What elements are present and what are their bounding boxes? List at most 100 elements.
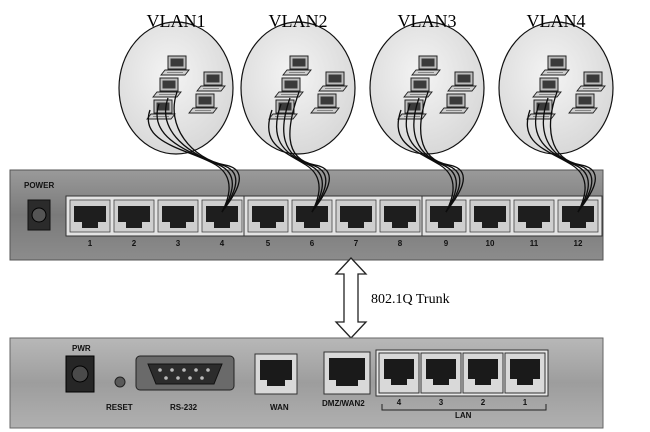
- vlan-cable: [397, 109, 454, 213]
- vlan-cable: [420, 91, 464, 213]
- vlan-cables: [147, 91, 596, 213]
- vlan-cable: [526, 109, 586, 213]
- trunk-link: 802.1Q Trunk: [334, 257, 450, 339]
- serial-pin: [206, 368, 210, 372]
- router-device: PWR RESET RS-232 4 3 2 1 WAN DMZ/WAN2 LAN: [9, 337, 604, 429]
- switch-port-label: 5: [266, 239, 271, 248]
- reset-button[interactable]: [114, 376, 126, 388]
- pc-icon: [188, 93, 218, 114]
- switch-port-1[interactable]: [69, 199, 111, 233]
- pc-icon: [152, 77, 182, 98]
- power-label: POWER: [24, 181, 54, 190]
- switch-port-label: 6: [310, 239, 315, 248]
- vlan-cable: [147, 109, 230, 213]
- switch-port-5[interactable]: [247, 199, 289, 233]
- lan-port-label: 1: [523, 398, 528, 407]
- vlan-cable: [534, 103, 589, 213]
- switch-port-3[interactable]: [157, 199, 199, 233]
- switch-port-11[interactable]: [513, 199, 555, 233]
- pc-icon: [274, 77, 304, 98]
- pc-icon: [318, 71, 348, 92]
- switch-port-label: 1: [88, 239, 93, 248]
- pc-icon: [282, 55, 312, 76]
- wan-port[interactable]: [254, 353, 298, 395]
- switch-port-label: 11: [530, 239, 539, 248]
- switch-port-8[interactable]: [379, 199, 421, 233]
- serial-pin: [170, 368, 174, 372]
- vlan-cable: [289, 91, 330, 213]
- lan-port-label: 3: [439, 398, 444, 407]
- pc-icon: [397, 99, 427, 120]
- vlan-cable: [267, 109, 320, 213]
- serial-pin: [188, 376, 192, 380]
- pc-icon: [439, 93, 469, 114]
- serial-pin: [182, 368, 186, 372]
- router-ports: 4 3 2 1: [254, 349, 549, 407]
- vlan-label: VLAN3: [398, 11, 457, 31]
- rs232-pins: [158, 368, 210, 380]
- lan-label: LAN: [455, 411, 472, 420]
- vlan-cable: [156, 103, 233, 213]
- vlan-cable: [276, 103, 323, 213]
- vlan-label: VLAN2: [269, 11, 328, 31]
- switch-port-label: 9: [444, 239, 449, 248]
- rs232-connector: [147, 363, 223, 385]
- serial-pin: [164, 376, 168, 380]
- switch-port-label: 12: [574, 239, 583, 248]
- serial-pin: [158, 368, 162, 372]
- lan-port-1[interactable]: [504, 352, 546, 394]
- lan-bracket: [381, 404, 547, 411]
- switch-port-10[interactable]: [469, 199, 511, 233]
- pc-icon: [411, 55, 441, 76]
- switch-port-2[interactable]: [113, 199, 155, 233]
- switch-port-4[interactable]: [201, 199, 243, 233]
- pc-icon: [310, 93, 340, 114]
- serial-pin: [200, 376, 204, 380]
- pc-icon: [403, 77, 433, 98]
- vlan-group-1: VLAN1: [118, 11, 234, 155]
- lan-port-4[interactable]: [378, 352, 420, 394]
- vlan-group-4: VLAN4: [498, 11, 614, 155]
- pc-icon: [160, 55, 190, 76]
- vlan-groups: VLAN1 VLAN2 VLAN3 VLAN4: [118, 11, 614, 155]
- dmz-wan2-port[interactable]: [323, 351, 371, 395]
- lan-port-3[interactable]: [420, 352, 462, 394]
- pc-icon: [540, 55, 570, 76]
- pc-icon: [268, 99, 298, 120]
- vlan-cable: [549, 91, 596, 213]
- switch-port-12[interactable]: [557, 199, 599, 233]
- rs232-label: RS-232: [170, 403, 198, 412]
- trunk-double-arrow: [334, 257, 368, 339]
- pwr-label: PWR: [72, 344, 91, 353]
- reset-label: RESET: [106, 403, 133, 412]
- pc-icon: [576, 71, 606, 92]
- vlan-group-3: VLAN3: [369, 11, 485, 155]
- pc-icon: [532, 77, 562, 98]
- switch-port-9[interactable]: [425, 199, 467, 233]
- vlan-cable: [405, 103, 457, 213]
- vlan-cable: [173, 91, 240, 213]
- switch-port-label: 10: [486, 239, 495, 248]
- switch-port-label: 8: [398, 239, 403, 248]
- trunk-label: 802.1Q Trunk: [371, 292, 450, 307]
- lan-port-label: 2: [481, 398, 486, 407]
- dmz-label: DMZ/WAN2: [322, 399, 365, 408]
- lan-port-2[interactable]: [462, 352, 504, 394]
- wan-label: WAN: [270, 403, 289, 412]
- serial-pin: [194, 368, 198, 372]
- vlan-label: VLAN4: [527, 11, 586, 31]
- switch-port-7[interactable]: [335, 199, 377, 233]
- switch-port-label: 7: [354, 239, 359, 248]
- lan-port-label: 4: [397, 398, 402, 407]
- pc-icon: [196, 71, 226, 92]
- serial-pin: [176, 376, 180, 380]
- switch-port-label: 3: [176, 239, 181, 248]
- vlan-group-2: VLAN2: [240, 11, 356, 155]
- switch-port-6[interactable]: [291, 199, 333, 233]
- pc-icon: [568, 93, 598, 114]
- vlan-label: VLAN1: [147, 11, 206, 31]
